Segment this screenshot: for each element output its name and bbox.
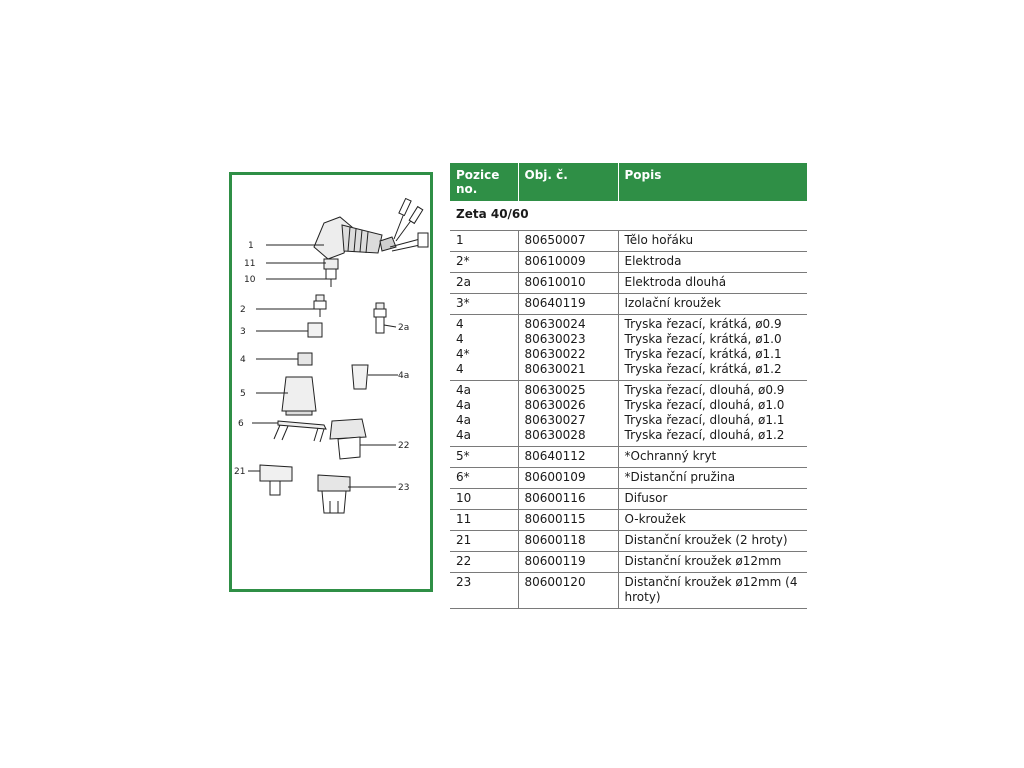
spacer-spring-drawing [273, 420, 327, 443]
cell-description: Distanční kroužek (2 hroty) [617, 530, 807, 552]
callout-4a: 4a [398, 371, 409, 381]
cell-position: 6* [450, 467, 518, 489]
protective-cap-drawing [281, 376, 317, 416]
section-title: Zeta 40/60 [450, 201, 807, 231]
exploded-parts-diagram: 1 11 10 2 2a 3 4 4a 5 6 22 21 23 [229, 172, 433, 592]
long-nozzle-drawing [351, 364, 369, 390]
cell-position: 4a 4a 4a 4a [450, 380, 518, 447]
callout-1: 1 [248, 241, 254, 251]
cell-order-number: 80600116 [517, 488, 618, 510]
callout-11: 11 [244, 259, 255, 269]
short-nozzle-drawing [297, 352, 313, 366]
cell-description: Distanční kroužek ø12mm [617, 551, 807, 573]
spacer-ring-12mm-drawing [329, 418, 367, 460]
callout-22: 22 [398, 441, 409, 451]
callout-4: 4 [240, 355, 246, 365]
cell-position: 4 4 4* 4 [450, 314, 518, 381]
cell-order-number: 80640112 [517, 446, 618, 468]
cell-description: Tryska řezací, krátká, ø0.9 Tryska řezac… [617, 314, 807, 381]
cell-order-number: 80600120 [517, 572, 618, 609]
cell-description: Izolační kroužek [617, 293, 807, 315]
spacer-ring-2-tips-drawing [259, 464, 293, 496]
cell-position: 1 [450, 230, 518, 252]
callout-10: 10 [244, 275, 256, 285]
cell-description: *Ochranný kryt [617, 446, 807, 468]
callout-6: 6 [238, 419, 244, 429]
cell-description: O-kroužek [617, 509, 807, 531]
torch-body-drawing [313, 197, 429, 287]
cell-order-number: 80600119 [517, 551, 618, 573]
table-row: 5*80640112*Ochranný kryt [450, 446, 807, 468]
spacer-ring-4-tips-drawing [317, 474, 351, 514]
table-row: 6*80600109*Distanční pružina [450, 467, 807, 489]
cell-position: 5* [450, 446, 518, 468]
cell-position: 11 [450, 509, 518, 531]
torch-parts-drawing: 1 11 10 2 2a 3 4 4a 5 6 22 21 23 [234, 197, 429, 514]
cell-order-number: 80600115 [517, 509, 618, 531]
cell-position: 3* [450, 293, 518, 315]
cell-order-number: 80610010 [517, 272, 618, 294]
cell-description: Distanční kroužek ø12mm (4 hroty) [617, 572, 807, 609]
cell-description: Tryska řezací, dlouhá, ø0.9 Tryska řezac… [617, 380, 807, 447]
header-description: Popis [617, 163, 807, 201]
callout-2a: 2a [398, 323, 409, 333]
long-electrode-drawing [373, 302, 387, 334]
header-order-number: Obj. č. [517, 163, 618, 201]
callout-23: 23 [398, 483, 409, 493]
callout-3: 3 [240, 327, 246, 337]
cell-description: Elektroda dlouhá [617, 272, 807, 294]
cell-order-number: 80600118 [517, 530, 618, 552]
cell-order-number: 80630024 80630023 80630022 80630021 [517, 314, 618, 381]
cell-position: 2a [450, 272, 518, 294]
cell-order-number: 80630025 80630026 80630027 80630028 [517, 380, 618, 447]
cell-position: 10 [450, 488, 518, 510]
section-row: Zeta 40/60 [450, 201, 807, 231]
header-position: Pozice no. [450, 163, 518, 201]
callout-labels: 1 11 10 2 2a 3 4 4a 5 6 22 21 23 [234, 241, 409, 493]
callout-21: 21 [234, 467, 245, 477]
callout-5: 5 [240, 389, 246, 399]
cell-position: 23 [450, 572, 518, 609]
cell-description: Difusor [617, 488, 807, 510]
cell-position: 21 [450, 530, 518, 552]
cell-order-number: 80600109 [517, 467, 618, 489]
cell-description: *Distanční pružina [617, 467, 807, 489]
table-header-row: Pozice no. Obj. č. Popis [450, 163, 807, 201]
callout-2: 2 [240, 305, 246, 315]
cell-description: Tělo hořáku [617, 230, 807, 252]
cell-description: Elektroda [617, 251, 807, 273]
cell-order-number: 80650007 [517, 230, 618, 252]
electrode-drawing [313, 294, 327, 317]
insulating-ring-drawing [307, 322, 323, 338]
cell-order-number: 80610009 [517, 251, 618, 273]
cell-order-number: 80640119 [517, 293, 618, 315]
cell-position: 2* [450, 251, 518, 273]
cell-position: 22 [450, 551, 518, 573]
